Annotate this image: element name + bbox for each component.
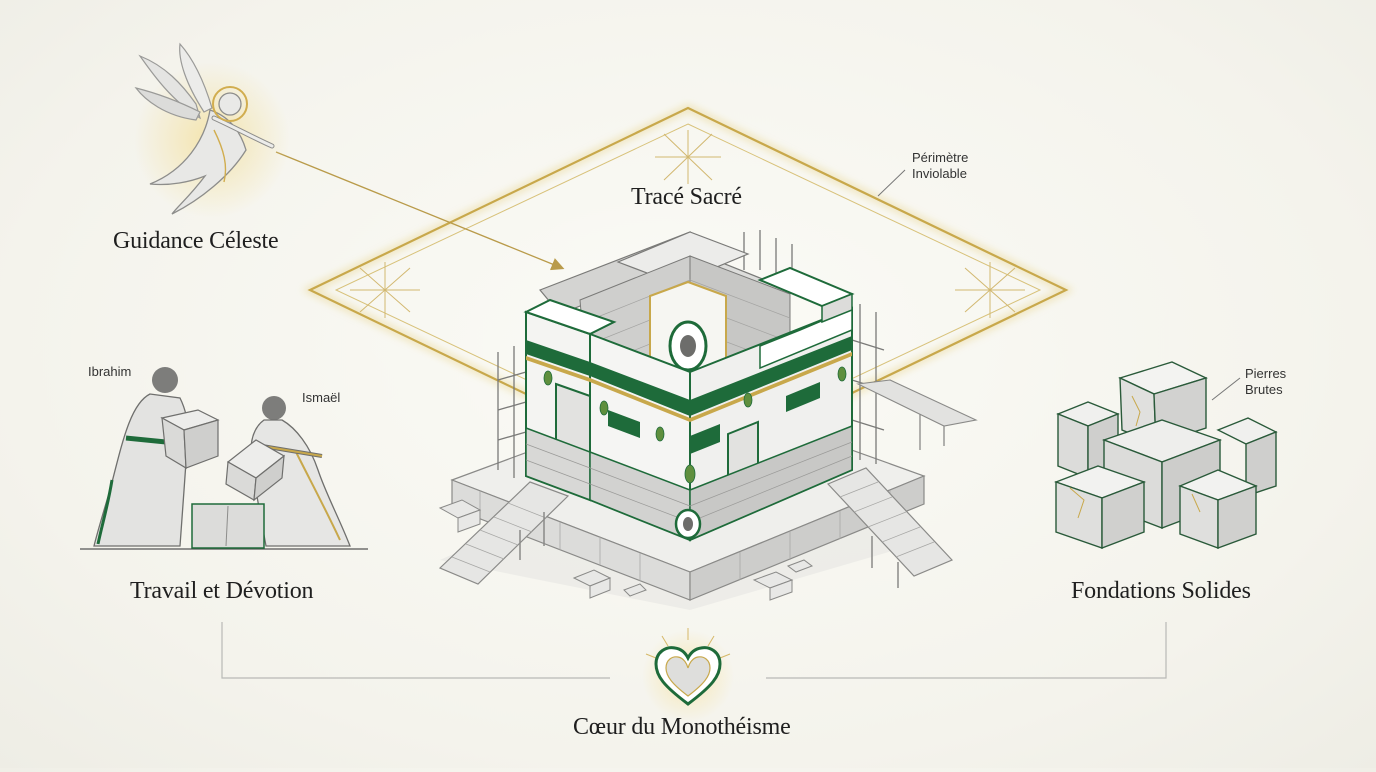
label-pierres-line1: Pierres [1245, 366, 1287, 381]
kaaba-construction-icon [438, 230, 978, 610]
label-perimetre-inviolable: Périmètre Inviolable [912, 150, 968, 182]
perimeter-leader-line [877, 169, 906, 197]
guidance-arrow [275, 151, 565, 271]
label-fondations-solides: Fondations Solides [1071, 578, 1251, 604]
builders-icon [80, 367, 368, 550]
label-guidance-celeste: Guidance Céleste [113, 228, 279, 254]
label-ibrahim: Ibrahim [88, 364, 132, 379]
stone-blocks-icon [1053, 361, 1278, 550]
heart-icon [642, 628, 734, 722]
angel-icon [134, 42, 290, 218]
label-perimetre-line1: Périmètre [912, 150, 969, 165]
label-pierres-line2: Brutes [1245, 382, 1283, 397]
label-coeur-monotheisme: Cœur du Monothéisme [573, 714, 791, 740]
label-trace-sacre: Tracé Sacré [631, 184, 742, 210]
label-perimetre-line2: Inviolable [912, 166, 967, 181]
label-travail-devotion: Travail et Dévotion [130, 578, 314, 604]
label-pierres-brutes: Pierres Brutes [1245, 366, 1286, 398]
label-ismael: Ismaël [302, 390, 341, 405]
unity-connector-lines [221, 622, 1167, 679]
